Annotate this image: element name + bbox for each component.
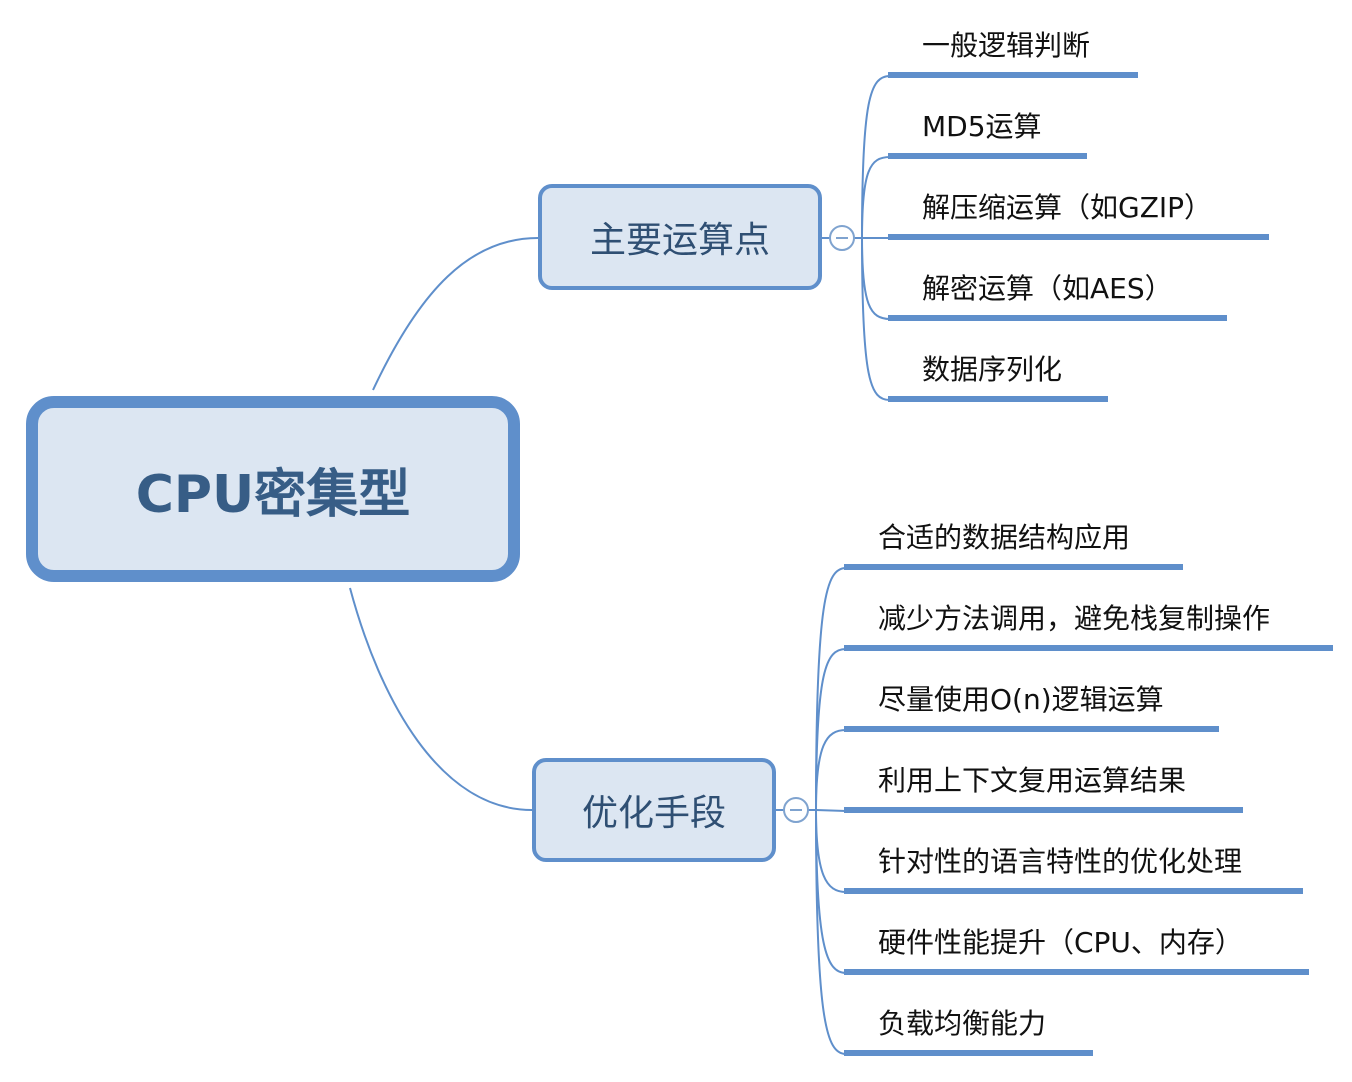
leaf-underline	[888, 315, 1227, 321]
leaf-topic[interactable]: MD5运算	[922, 110, 1042, 143]
leaf-topic[interactable]: 针对性的语言特性的优化处理	[878, 845, 1243, 878]
edge-main-ops-leaf-5	[861, 237, 891, 401]
edge-main-ops-leaf-2	[861, 156, 891, 239]
leaf-underline	[844, 564, 1183, 570]
leaf-topic[interactable]: 硬件性能提升（CPU、内存）	[878, 926, 1243, 959]
leaf-underline	[844, 726, 1219, 732]
root-node[interactable]: CPU密集型	[26, 396, 520, 582]
leaf-topic[interactable]: 合适的数据结构应用	[878, 521, 1131, 554]
collapse-icon[interactable]	[829, 225, 855, 251]
edge-optimize-leaf-7	[815, 809, 847, 1055]
leaf-topic[interactable]: 减少方法调用，避免栈复制操作	[878, 602, 1271, 635]
edge-optimize-leaf-2	[815, 648, 847, 811]
leaf-underline	[844, 888, 1303, 894]
root-label: CPU密集型	[135, 464, 411, 525]
branch-node-optimize[interactable]: 优化手段	[532, 758, 776, 862]
leaf-topic[interactable]: 解密运算（如AES）	[922, 272, 1173, 305]
leaf-underline	[844, 807, 1243, 813]
branch-label: 优化手段	[581, 793, 726, 834]
leaf-underline	[888, 396, 1108, 402]
leaf-underline	[888, 72, 1138, 78]
leaf-underline	[844, 1050, 1093, 1056]
leaf-underline	[888, 234, 1269, 240]
collapse-icon[interactable]	[783, 797, 809, 823]
edge-root-main-ops	[372, 237, 539, 391]
edge-optimize-leaf-5	[815, 809, 847, 893]
branch-node-main-ops[interactable]: 主要运算点	[538, 184, 822, 290]
leaf-topic[interactable]: 一般逻辑判断	[922, 29, 1091, 62]
branch-label: 主要运算点	[589, 220, 770, 261]
leaf-topic[interactable]: 解压缩运算（如GZIP）	[922, 191, 1213, 224]
leaf-underline	[844, 645, 1333, 651]
leaf-topic[interactable]: 负载均衡能力	[878, 1007, 1047, 1040]
leaf-topic[interactable]: 尽量使用O(n)逻辑运算	[878, 683, 1164, 716]
edge-optimize-leaf-4	[815, 809, 847, 812]
edge-root-optimize	[349, 587, 533, 811]
leaf-underline	[844, 969, 1309, 975]
leaf-underline	[888, 153, 1087, 159]
leaf-topic[interactable]: 数据序列化	[922, 353, 1063, 386]
edge-main-ops-leaf-1	[861, 75, 891, 239]
leaf-topic[interactable]: 利用上下文复用运算结果	[878, 764, 1187, 797]
edge-optimize-leaf-3	[815, 729, 847, 811]
edge-main-ops-leaf-4	[861, 237, 891, 320]
